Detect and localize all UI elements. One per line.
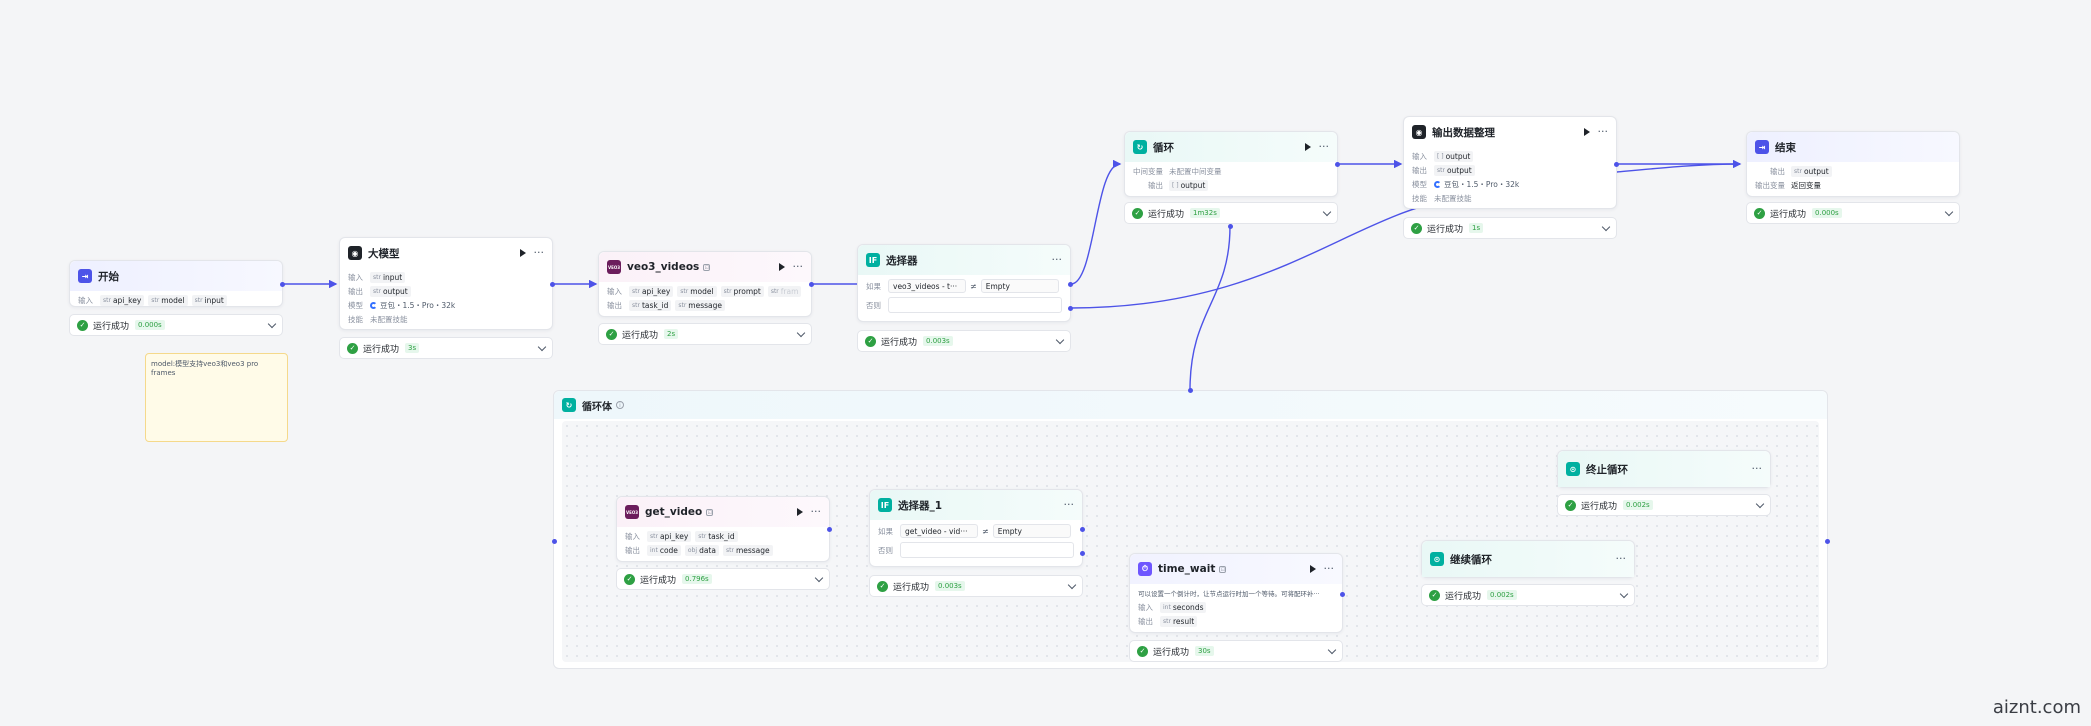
more-icon[interactable]: ··· — [1323, 562, 1335, 575]
plugin-badge-icon: ⊡ — [703, 263, 711, 271]
more-icon[interactable]: ··· — [1318, 140, 1330, 153]
loop-node[interactable]: ↻ 循环 ··· 中间变量未配置中间变量 输出[ ]output — [1124, 131, 1338, 197]
more-icon[interactable]: ··· — [533, 246, 545, 259]
chevron-down-icon[interactable] — [1755, 499, 1765, 508]
chevron-down-icon[interactable] — [537, 342, 547, 351]
llm-icon: ◉ — [348, 246, 362, 260]
sticky-note[interactable]: model:模型支持veo3和veo3 pro frames — [145, 353, 288, 442]
check-icon: ✓ — [1411, 222, 1422, 234]
plugin-badge-icon: ⊡ — [706, 508, 714, 516]
veo3-icon: VEO3 — [625, 505, 639, 519]
more-icon[interactable]: ··· — [1615, 552, 1627, 565]
check-icon: ✓ — [77, 319, 88, 331]
stop-icon: ⊙ — [1566, 462, 1580, 476]
chevron-down-icon[interactable] — [1067, 580, 1077, 589]
more-icon[interactable]: ··· — [1051, 253, 1063, 266]
check-icon: ✓ — [877, 580, 888, 592]
chevron-down-icon[interactable] — [814, 573, 824, 582]
run-icon[interactable] — [1309, 565, 1316, 573]
more-icon[interactable]: ··· — [810, 505, 822, 518]
check-icon: ✓ — [1137, 645, 1148, 657]
check-icon: ✓ — [1429, 589, 1440, 601]
run-icon[interactable] — [778, 263, 785, 271]
check-icon: ✓ — [865, 335, 876, 347]
edge-output-end-2 — [1616, 163, 1741, 173]
more-icon[interactable]: ··· — [1597, 125, 1609, 138]
continue-icon: ⊙ — [1430, 552, 1444, 566]
doubao-icon — [370, 301, 377, 309]
run-icon[interactable] — [796, 508, 803, 516]
end-icon: ⇥ — [1755, 140, 1769, 154]
chevron-down-icon[interactable] — [1944, 207, 1954, 216]
time-wait-node[interactable]: ⏱ time_wait⊡ ··· 可以设置一个倒计时，让节点运行时加一个等待。可… — [1129, 553, 1343, 633]
run-icon[interactable] — [1583, 128, 1590, 136]
more-icon[interactable]: ··· — [1063, 498, 1075, 511]
chevron-down-icon[interactable] — [796, 328, 806, 337]
chevron-down-icon[interactable] — [1327, 645, 1337, 654]
stop-loop-node[interactable]: ⊙ 终止循环 ··· — [1557, 450, 1771, 488]
status-start[interactable]: ✓ 运行成功 0.000s — [69, 314, 283, 336]
run-icon[interactable] — [519, 249, 526, 257]
edge-selector-loop — [1070, 159, 1122, 285]
check-icon: ✓ — [624, 573, 635, 585]
watermark: aiznt.com — [1992, 697, 2081, 718]
plugin-badge-icon: ⊡ — [1219, 565, 1227, 573]
llm-icon: ◉ — [1412, 125, 1426, 139]
check-icon: ✓ — [1754, 207, 1765, 219]
if-icon: IF — [866, 253, 880, 267]
loop-icon: ↻ — [1133, 140, 1147, 154]
run-icon[interactable] — [1304, 143, 1311, 151]
chevron-down-icon[interactable] — [1055, 335, 1065, 344]
more-icon[interactable]: ··· — [792, 260, 804, 273]
start-icon: ⇥ — [78, 269, 92, 283]
continue-loop-node[interactable]: ⊙ 继续循环 ··· — [1421, 540, 1635, 578]
more-icon[interactable]: ··· — [1751, 462, 1763, 475]
check-icon: ✓ — [606, 328, 617, 340]
check-icon: ✓ — [347, 342, 358, 354]
check-icon: ✓ — [1132, 207, 1143, 219]
chevron-down-icon[interactable] — [1601, 222, 1611, 231]
check-icon: ✓ — [1565, 499, 1576, 511]
timer-icon: ⏱ — [1138, 562, 1152, 576]
chevron-down-icon[interactable] — [267, 319, 277, 328]
chevron-down-icon[interactable] — [1322, 207, 1332, 216]
chevron-down-icon[interactable] — [1619, 589, 1629, 598]
node-title: 开始 — [98, 270, 119, 283]
veo3-icon: VEO3 — [607, 260, 621, 274]
selector1-node[interactable]: IF 选择器_1 ··· 如果 get_video - vid··· ≠ Emp… — [869, 489, 1083, 567]
selector-node[interactable]: IF 选择器 ··· 如果 veo3_videos - t··· ≠ Empty… — [857, 244, 1071, 322]
edge-loop-body — [1189, 225, 1231, 391]
loop-icon: ↻ — [562, 398, 576, 412]
info-icon[interactable]: i — [616, 401, 624, 409]
if-icon: IF — [878, 498, 892, 512]
doubao-icon — [1434, 180, 1441, 188]
